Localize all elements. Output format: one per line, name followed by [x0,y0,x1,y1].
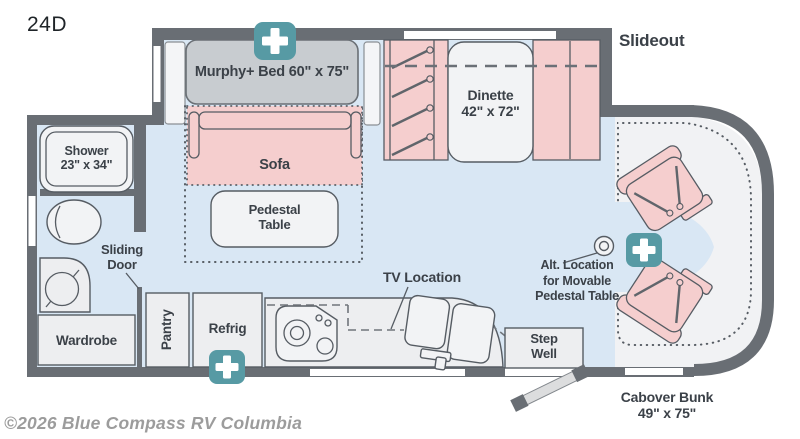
tv-location-leader [390,286,409,330]
sofa-armrest-left [188,111,200,159]
wardrobe-cabinet [37,314,136,366]
entry-door[interactable] [510,364,590,412]
dinette-slats [391,48,430,157]
step-well [504,327,584,369]
sink-faucet [72,269,80,278]
leader-lines [125,252,598,330]
dinette-table [447,41,534,163]
sliding-door-label: Sliding Door [101,242,143,272]
refrigerator [192,292,263,368]
toilet [46,199,102,245]
sink-cabinet [39,257,91,313]
tv-location-label: TV Location [383,269,461,285]
window-bathroom [28,196,36,246]
sofa-armrest-right [350,111,362,159]
refrig-label: Refrig [208,321,247,336]
alt-table-marker [593,235,615,257]
pantry-label: Pantry [159,309,175,351]
sofa [186,105,363,186]
kitchen [145,292,590,412]
cab-aisle-floor [615,202,714,292]
sink-bowl [44,271,80,307]
entry-door-edge [510,394,529,412]
cabover-bunk-label: Cabover Bunk 49" x 75" [620,389,714,422]
seat-armrests [633,274,682,324]
burner-large [283,319,311,347]
wardrobe-cabinet-right [363,41,381,126]
tv [404,294,496,371]
wall-cab-top [600,105,694,117]
murphy-bed-label: Murphy+ Bed 60" x 75" [194,64,350,80]
plus-icon[interactable] [254,22,296,60]
plus-icon[interactable] [626,233,662,267]
dinette-bench-right [532,39,601,161]
step-well-label: Step Well [530,331,558,361]
sofa-label: Sofa [259,157,290,173]
sink-drain-line [45,300,52,308]
knob-1 [315,314,323,322]
entry-door-opening [505,368,583,376]
shower-pan [45,131,128,187]
alt-table-label: Alt. Location for Movable Pedestal Table [535,258,619,303]
plus-icon[interactable] [209,350,245,384]
burner-small [316,337,334,355]
window-dinette [404,31,556,39]
sliding-door-leader [125,272,140,290]
burner-large-inner [289,325,305,341]
sofa-cushion [186,105,363,186]
sliding-door-panel[interactable] [137,287,142,367]
copyright-watermark: ©2026 Blue Compass RV Columbia [4,413,303,433]
window-bedroom [153,46,161,102]
wardrobe-label: Wardrobe [56,333,117,348]
entry-door-hinge [571,364,590,383]
pantry-cabinet [145,292,190,368]
feature-plus-icons [209,22,662,384]
bedside-cabinet [164,41,186,125]
seat-armrests [633,165,682,215]
living-area [164,39,381,263]
pedestal-table-label: Pedestal Table [248,202,301,232]
cab-seat-driver [616,257,713,344]
window-cab [625,368,683,375]
cab-seats [616,145,713,344]
slideout-travel-outline [184,105,363,263]
cab-seat-passenger [616,145,713,232]
dinette-label: Dinette 42" x 72" [461,87,520,120]
wall-slideout-right [600,28,612,108]
dinette-slat-pivots [426,46,434,141]
counter-dash-lines [267,304,510,340]
pedestal-table [210,190,339,248]
tv-panel-left [404,294,451,350]
shower [39,125,134,193]
tv-panel-right [446,303,496,364]
knob-2 [324,319,332,327]
wall-nose-curve [691,105,774,376]
bathroom [37,125,136,366]
window-kitchen [310,369,465,376]
dinette [383,39,601,163]
wall-bathroom-top [27,115,164,125]
wall-bathroom-right [134,115,146,232]
alt-table-leader [562,252,598,264]
seat-cushion [625,156,704,232]
toilet-seat-line [54,205,61,239]
tv-mount-base [434,356,447,371]
seat-cushion [625,257,704,333]
model-label: 24D [27,13,68,36]
slideout-label: Slideout [619,31,685,50]
shower-label: Shower 23" x 34" [60,144,113,173]
cooktop-sink [275,305,338,362]
